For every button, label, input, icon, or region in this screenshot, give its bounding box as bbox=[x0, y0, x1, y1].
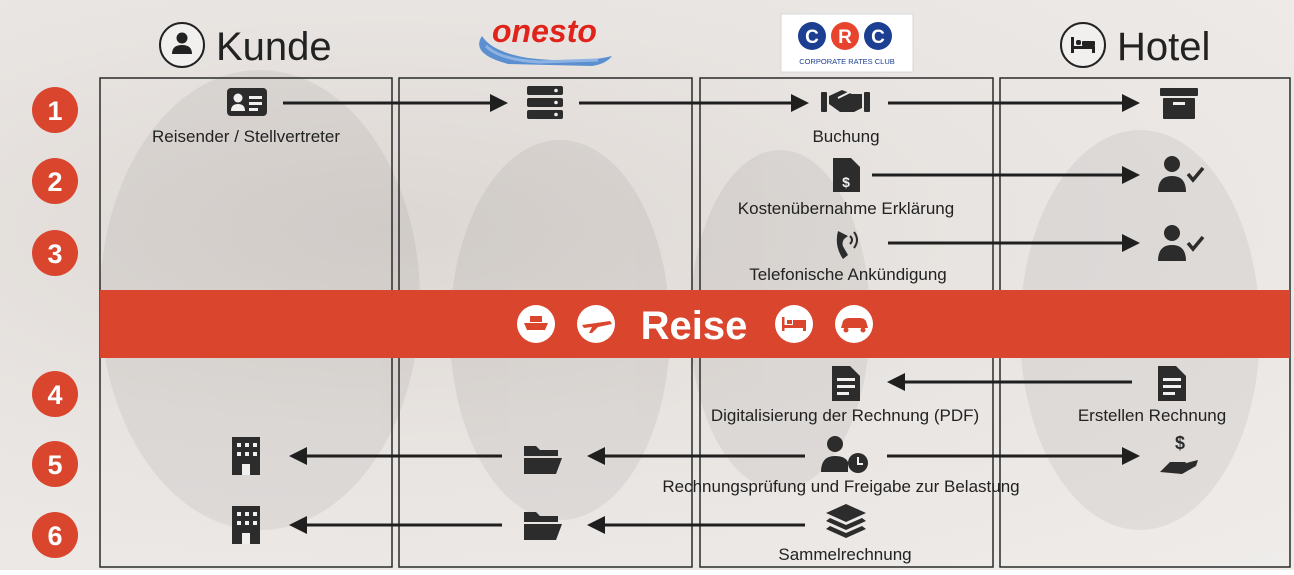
archive-box-icon bbox=[1160, 88, 1198, 119]
step-badge-2: 2 bbox=[32, 158, 78, 204]
svg-text:6: 6 bbox=[47, 521, 62, 551]
document-icon bbox=[832, 366, 860, 401]
building-icon bbox=[232, 437, 260, 475]
layers-icon bbox=[826, 504, 866, 538]
label-kosten: Kostenübernahme Erklärung bbox=[738, 199, 954, 218]
label-pruefung: Rechnungsprüfung und Freigabe zur Belast… bbox=[662, 477, 1019, 496]
crc-letter-2: R bbox=[838, 27, 852, 48]
step-badge-1: 1 bbox=[32, 87, 78, 133]
column-title-hotel: Hotel bbox=[1117, 25, 1210, 69]
crc-letter-1: C bbox=[805, 27, 819, 48]
svg-text:$: $ bbox=[1175, 433, 1185, 453]
svg-text:$: $ bbox=[842, 174, 850, 190]
hand-dollar-icon: $ bbox=[1160, 433, 1198, 474]
label-reisender: Reisender / Stellvertreter bbox=[152, 127, 340, 146]
step-badge-4: 4 bbox=[32, 371, 78, 417]
svg-text:4: 4 bbox=[47, 380, 62, 410]
document-icon bbox=[1158, 366, 1186, 401]
plane-icon bbox=[577, 305, 615, 343]
folder-open-icon bbox=[524, 446, 562, 474]
bed-icon bbox=[775, 305, 813, 343]
user-clock-icon bbox=[821, 436, 868, 473]
svg-text:3: 3 bbox=[47, 239, 62, 269]
onesto-logo: onesto bbox=[479, 13, 612, 66]
step-badge-3: 3 bbox=[32, 230, 78, 276]
svg-text:5: 5 bbox=[47, 450, 62, 480]
column-title-kunde: Kunde bbox=[216, 25, 332, 69]
svg-text:2: 2 bbox=[47, 167, 62, 197]
crc-caption: CORPORATE RATES CLUB bbox=[799, 57, 895, 66]
server-icon bbox=[527, 86, 563, 119]
label-digital: Digitalisierung der Rechnung (PDF) bbox=[711, 406, 979, 425]
building-icon bbox=[232, 506, 260, 544]
bed-icon bbox=[1071, 37, 1095, 53]
invoice-dollar-icon: $ bbox=[833, 158, 860, 192]
label-buchung: Buchung bbox=[812, 127, 879, 146]
step-badge-5: 5 bbox=[32, 441, 78, 487]
banner-title: Reise bbox=[641, 304, 748, 348]
crc-letter-3: C bbox=[871, 27, 885, 48]
reise-banner: Reise bbox=[100, 290, 1290, 358]
folder-open-icon bbox=[524, 512, 562, 540]
user-check-icon bbox=[1158, 156, 1205, 192]
step-badges: 1 2 3 4 5 6 bbox=[32, 87, 78, 558]
label-telefon: Telefonische Ankündigung bbox=[749, 265, 947, 284]
label-erstellen: Erstellen Rechnung bbox=[1078, 406, 1226, 425]
car-icon bbox=[835, 305, 873, 343]
step-badge-6: 6 bbox=[32, 512, 78, 558]
crc-logo: C R C CORPORATE RATES CLUB bbox=[780, 13, 914, 73]
user-check-icon bbox=[1158, 225, 1205, 261]
svg-text:1: 1 bbox=[47, 96, 62, 126]
header-hotel: Hotel bbox=[1060, 22, 1210, 69]
phone-volume-icon bbox=[836, 231, 858, 259]
onesto-wordmark: onesto bbox=[492, 13, 597, 49]
user-icon bbox=[172, 32, 192, 54]
ship-icon bbox=[517, 305, 555, 343]
header-kunde: Kunde bbox=[159, 22, 332, 69]
id-card-icon bbox=[227, 88, 267, 116]
label-sammel: Sammelrechnung bbox=[778, 545, 911, 564]
handshake-icon bbox=[821, 90, 870, 112]
